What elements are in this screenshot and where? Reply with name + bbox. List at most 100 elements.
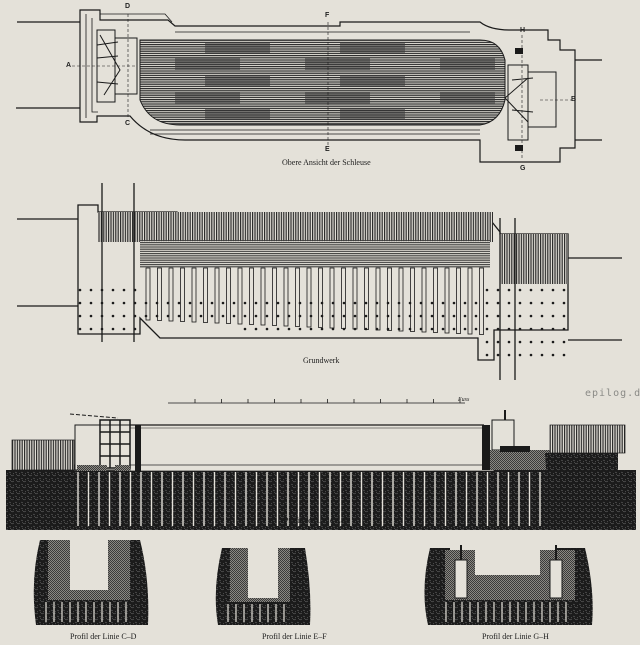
foundation-pile (180, 267, 185, 322)
pile-dot (111, 327, 115, 331)
pile-dot (496, 288, 500, 292)
caption-profile-ef: Profil der Linie E–F (262, 632, 327, 641)
pile-dot (397, 301, 401, 305)
pile-dot (353, 301, 357, 305)
pile-dot (496, 314, 500, 318)
sill-left (77, 465, 107, 471)
pile-dot (419, 301, 423, 305)
pile-dot (331, 301, 335, 305)
pile-dot (529, 288, 533, 292)
pile-dot (518, 327, 522, 331)
pile-dot (155, 301, 159, 305)
pile-dot (232, 314, 236, 318)
pile-dot (320, 314, 324, 318)
pile-dot (562, 288, 566, 292)
pile-dot (551, 301, 555, 305)
pile-dot (287, 301, 291, 305)
plan-gate-lower (504, 64, 557, 141)
pile-dot (386, 314, 390, 318)
pile-dot (89, 314, 93, 318)
foundation-pile (260, 267, 266, 326)
pile-dot (485, 353, 489, 357)
pile-dot (463, 301, 467, 305)
pile-dot (265, 314, 269, 318)
pile-dot (265, 327, 269, 331)
pile-dot (309, 314, 313, 318)
pile-dot (441, 327, 445, 331)
pile-dot (78, 288, 82, 292)
pile-dot (518, 340, 522, 344)
foundation-pile (226, 267, 231, 324)
foundation-pile (375, 267, 381, 331)
pile-dot (342, 301, 346, 305)
foundation-pile (249, 267, 254, 325)
foundation-pile (387, 267, 392, 331)
pile-dot (452, 314, 456, 318)
pile-dot (133, 314, 137, 318)
pile-dot (276, 327, 280, 331)
pile-dot (408, 314, 412, 318)
pile-dot (507, 314, 511, 318)
section-label-d: D (125, 3, 131, 10)
plan-approach-walls-left (16, 21, 80, 109)
pile-dot (507, 288, 511, 292)
ground-soil (6, 470, 636, 530)
pile-dot (386, 301, 390, 305)
foundation-pile (329, 267, 335, 329)
pile-dot (122, 301, 126, 305)
pile-dot (210, 301, 214, 305)
pile-dot (320, 327, 324, 331)
pile-dot (177, 301, 181, 305)
foundation-pile-dots (78, 288, 566, 357)
pile-dot (133, 327, 137, 331)
lower-gate (482, 425, 490, 470)
pile-dot (430, 314, 434, 318)
pile-dot (551, 340, 555, 344)
caption-plan: Obere Ansicht der Schleuse (282, 158, 371, 167)
profile-ab-piles (77, 472, 541, 526)
pile-dot (529, 327, 533, 331)
foundation-pile (168, 267, 174, 322)
pile-dot (100, 327, 104, 331)
pile-dot (298, 314, 302, 318)
pile-dot (507, 353, 511, 357)
pile-dot (254, 301, 258, 305)
foundation-pile (444, 267, 450, 334)
pile-dot (353, 314, 357, 318)
caption-profile-cd: Profil der Linie C–D (70, 632, 137, 641)
section-label-c: C (125, 120, 131, 127)
foundation-pile (237, 267, 243, 325)
pile-dot (188, 301, 192, 305)
pile-dot (562, 353, 566, 357)
lower-masonry (490, 450, 550, 470)
pile-dot (386, 327, 390, 331)
foundation-pile (272, 267, 277, 326)
pile-dot (474, 314, 478, 318)
pile-dot (441, 301, 445, 305)
pile-dot (496, 327, 500, 331)
foundation-pile (157, 267, 162, 321)
foundation-pile (433, 267, 438, 333)
plan-section-lines (72, 14, 572, 160)
caption-foundation: Grundwerk (303, 356, 340, 365)
pile-dot (397, 327, 401, 331)
scale-unit: Fuss (458, 397, 470, 403)
pile-dot (111, 301, 115, 305)
pile-dot (463, 327, 467, 331)
foundation-piles (145, 267, 484, 335)
pile-dot (507, 327, 511, 331)
pile-dot (243, 314, 247, 318)
pile-dot (562, 340, 566, 344)
plan-valve-symbols (515, 48, 523, 151)
foundation-pile (145, 267, 151, 321)
foundation-pile (318, 267, 323, 328)
pile-dot (166, 314, 170, 318)
plan-planking (175, 42, 495, 120)
pile-dot (496, 340, 500, 344)
foundation-pile (398, 267, 404, 332)
pile-dot (375, 314, 379, 318)
pile-dot (364, 327, 368, 331)
pile-dot (540, 301, 544, 305)
foundation-pile (456, 267, 461, 334)
